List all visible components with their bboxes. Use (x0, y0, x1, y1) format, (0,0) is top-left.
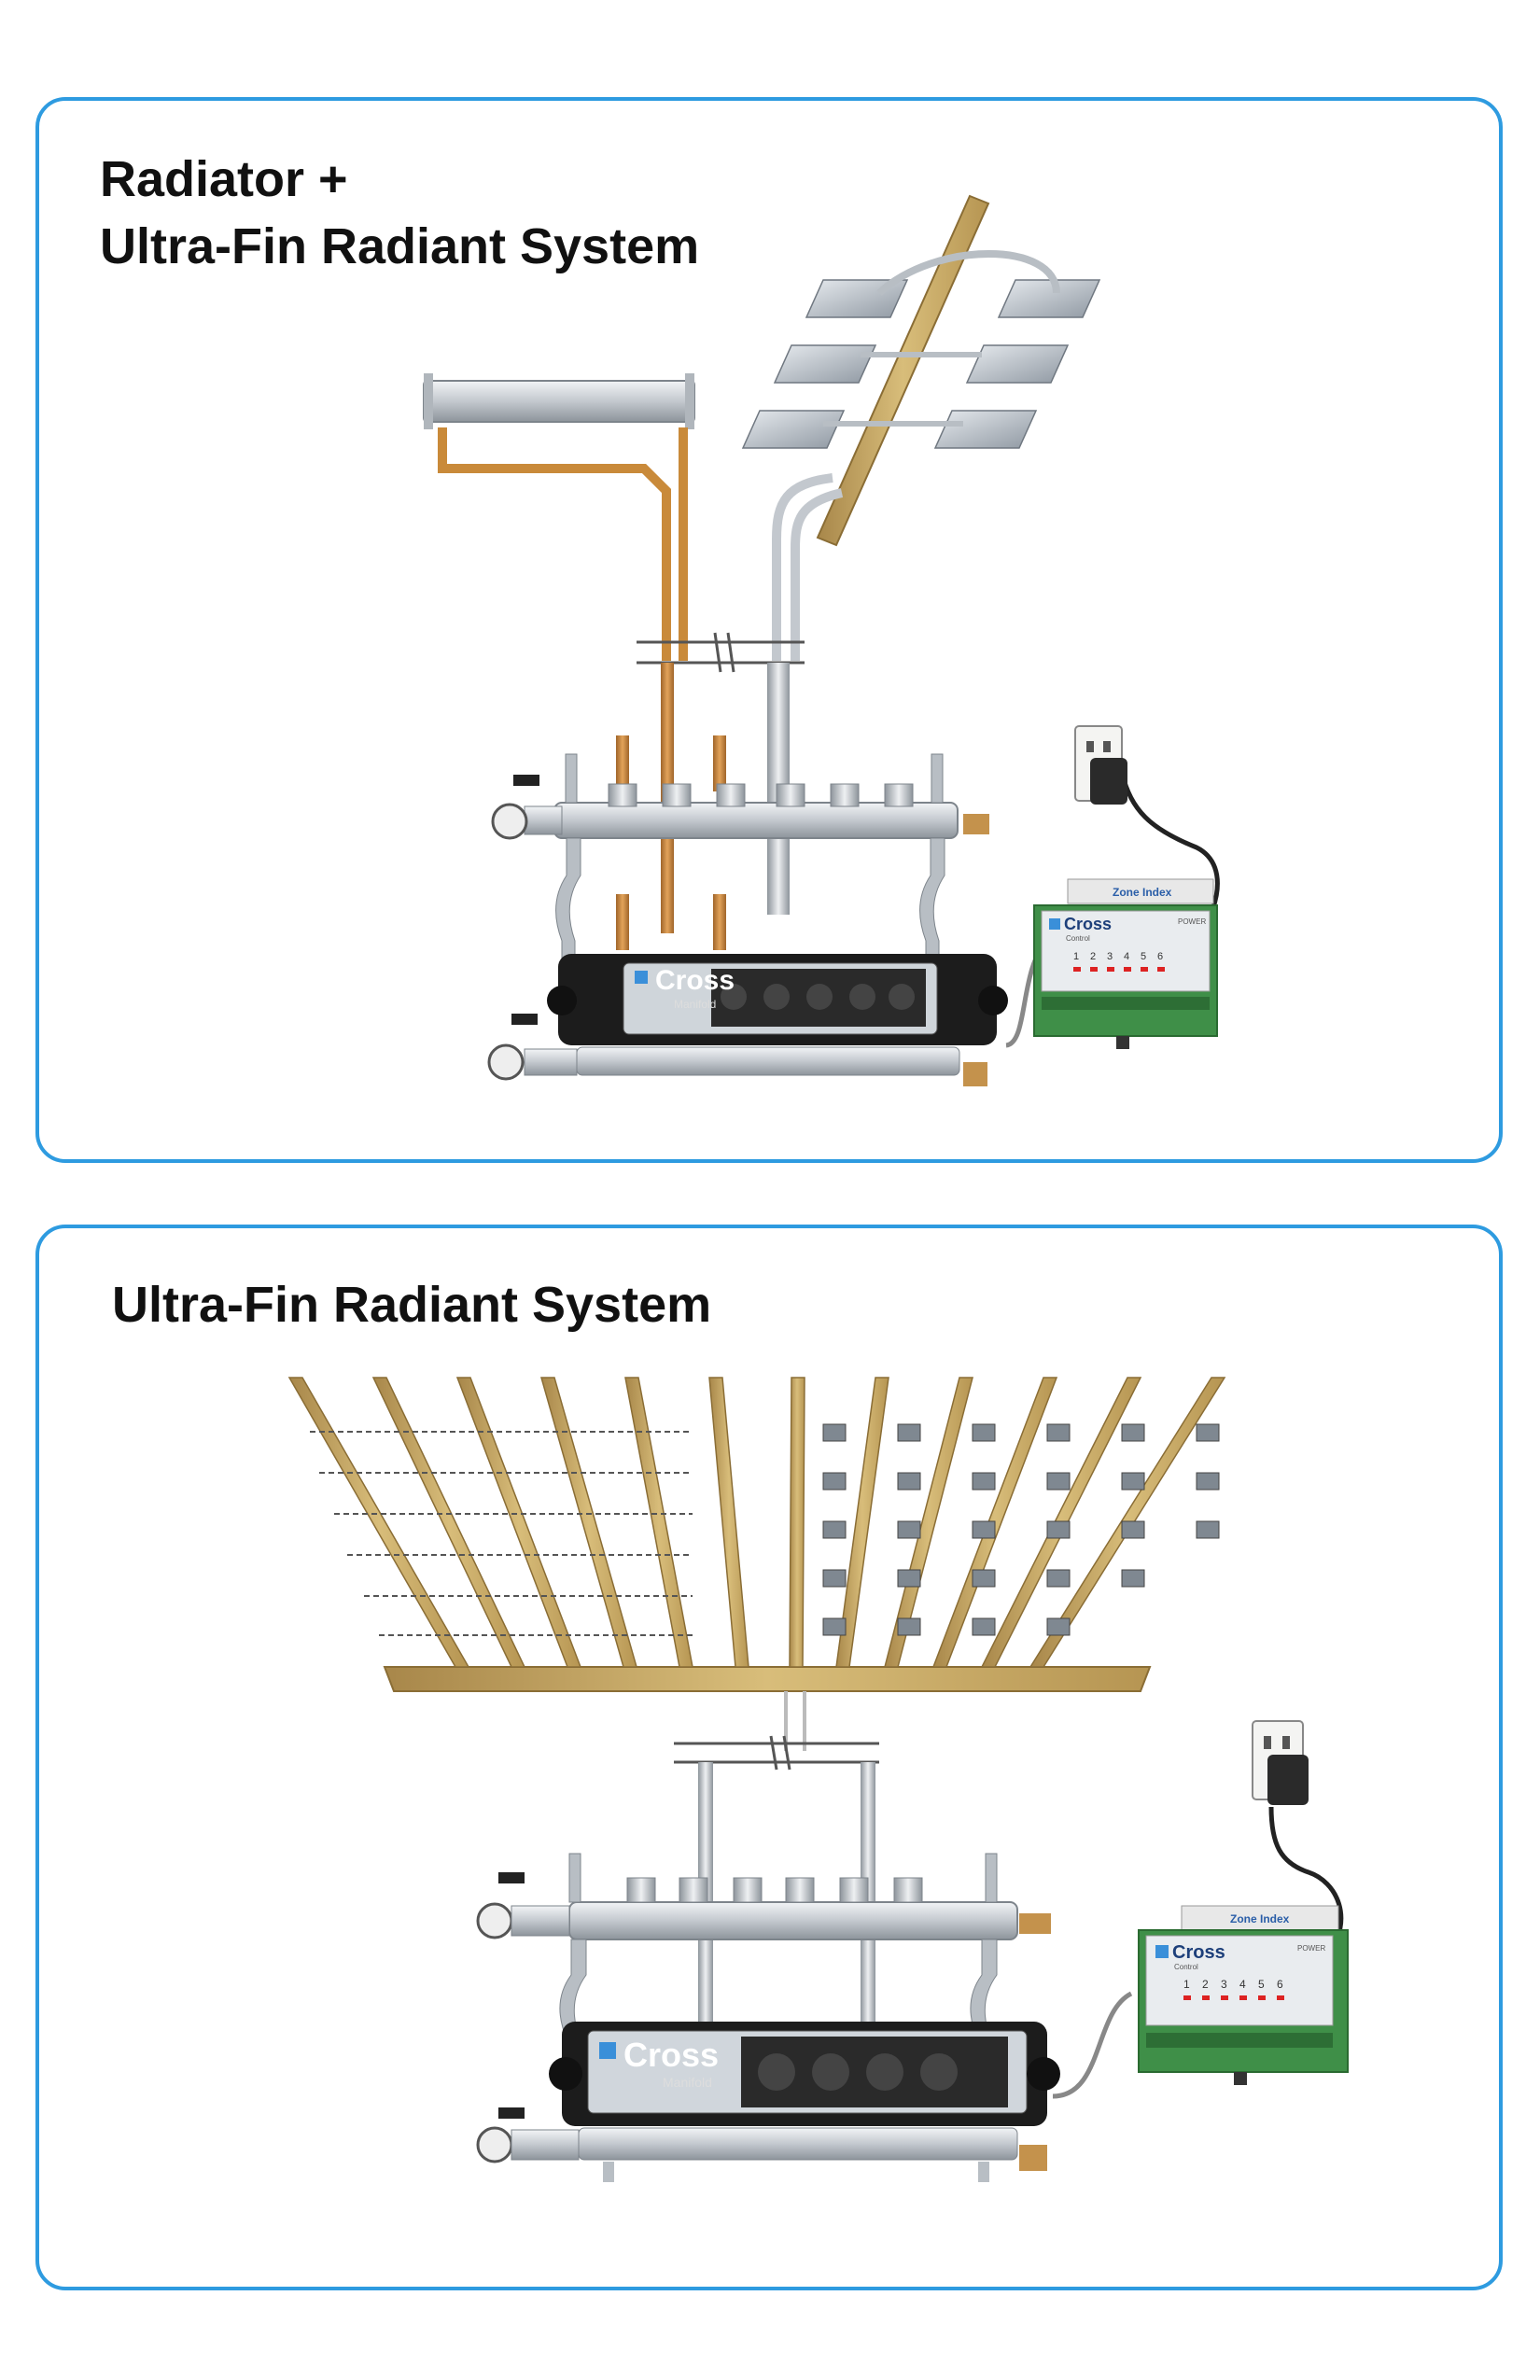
controller-power-label: POWER (1178, 917, 1206, 926)
riser-pipes (674, 1691, 879, 2022)
system-illustration: Cross Manifold Zone Index (287, 1377, 1349, 2182)
wall-outlet (1074, 725, 1127, 805)
controller-power-label: POWER (1297, 1944, 1325, 1953)
ultrafin-plates-right (822, 1423, 1220, 1636)
zone-leds (1073, 967, 1165, 972)
controller-model: Control (1174, 1963, 1198, 1971)
ultrafin-plates (741, 279, 1101, 449)
manifold-brand: Cross (623, 2036, 719, 2074)
header-joist (383, 1666, 1152, 1692)
controller-model: Control (1066, 934, 1090, 943)
panel-radiator-ultrafin: Radiator + Ultra-Fin Radiant System (35, 97, 1503, 1163)
title-line-2: Ultra-Fin Radiant System (100, 218, 700, 274)
manifold-brand: Cross (655, 965, 735, 996)
radiator (423, 373, 695, 661)
system-illustration: Cross Manifold Zone Index (423, 194, 1220, 1086)
manifold-actuator-housing: Cross Manifold (547, 954, 1008, 1045)
manifold-model: Manifold (663, 2075, 712, 2090)
ultrafin-joist (741, 194, 1101, 661)
zone-number: 2 (1202, 1978, 1209, 1991)
zone-number: 3 (1107, 951, 1113, 962)
manifold-return-bar (487, 1014, 987, 1086)
zone-number: 4 (1239, 1978, 1246, 1991)
zone-controller: Zone Index Cross Control POWER 1 2 3 4 5… (1033, 878, 1218, 1049)
floor-joists (287, 1377, 1226, 1668)
manifold-supply-bar (476, 1872, 1051, 1940)
zone-number: 1 (1073, 951, 1079, 962)
power-cable (1268, 1806, 1344, 1958)
manifold-model: Manifold (674, 998, 716, 1011)
controller-header: Zone Index (1113, 886, 1172, 899)
controller-header: Zone Index (1230, 1912, 1290, 1925)
zone-number: 2 (1090, 951, 1096, 962)
zone-number: 5 (1258, 1978, 1265, 1991)
controller-brand: Cross (1064, 915, 1112, 933)
manifold-brackets (559, 1853, 998, 2079)
title-line-1: Radiator + (100, 151, 348, 207)
zone-number: 3 (1221, 1978, 1227, 1991)
zone-leds (1183, 1995, 1284, 2000)
manifold-supply-bar (491, 775, 989, 840)
wall-outlet (1252, 1720, 1309, 1805)
zone-number: 5 (1141, 951, 1146, 962)
control-cable (1052, 1991, 1133, 2099)
manifold-actuator-housing: Cross Manifold (549, 2022, 1060, 2126)
zone-number: 1 (1183, 1978, 1190, 1991)
panel-title: Radiator + Ultra-Fin Radiant System (100, 146, 699, 280)
controller-brand: Cross (1172, 1942, 1225, 1963)
zone-number: 6 (1277, 1978, 1283, 1991)
manifold-return-bar (476, 2107, 1047, 2182)
panel-title: Ultra-Fin Radiant System (112, 1271, 711, 1338)
zone-number: 4 (1124, 951, 1129, 962)
zone-numbers: 1 2 3 4 5 6 (1183, 1978, 1283, 1991)
zone-number: 6 (1157, 951, 1163, 962)
ultrafin-plates-left (310, 1431, 693, 1636)
panel-ultrafin: Ultra-Fin Radiant System (35, 1225, 1503, 2290)
zone-numbers: 1 2 3 4 5 6 (1073, 951, 1163, 962)
zone-controller: Zone Index Cross Control POWER 1 2 3 4 5… (1138, 1905, 1349, 2085)
title-line-1: Ultra-Fin Radiant System (112, 1277, 712, 1333)
